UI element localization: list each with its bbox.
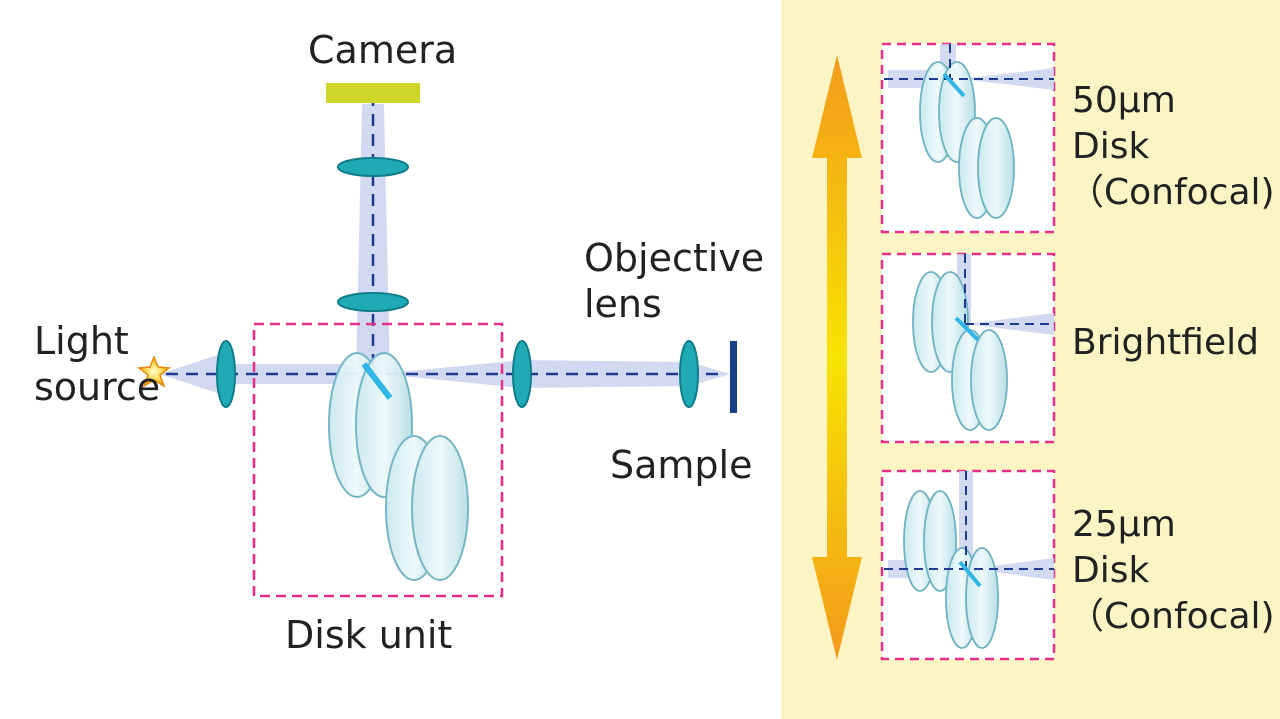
mode-label-25um: 25μm Disk （Confocal) [1068, 502, 1275, 640]
collector-lens [216, 340, 236, 408]
objective-lens-label-line1: Objective [584, 236, 765, 280]
tube-lens-upper [337, 157, 409, 177]
camera-label: Camera [308, 28, 458, 72]
mode-label-50um-line3: （Confocal) [1068, 172, 1275, 213]
objective-lens [679, 340, 699, 408]
dichroic-mirror [361, 362, 393, 400]
optical-axis [166, 94, 725, 376]
disk-unit-disks [328, 352, 469, 581]
mode-label-25um-line1: 25μm [1072, 504, 1176, 545]
light-source-label: Light source [34, 318, 160, 410]
camera-sensor [326, 83, 420, 103]
mode-label-25um-line3: （Confocal) [1068, 596, 1275, 637]
relay-lens [512, 340, 532, 408]
star-light-icon [137, 354, 171, 388]
tube-lens-lower [337, 292, 409, 312]
double-arrow-icon [812, 55, 862, 660]
mode-box-25um [880, 469, 1056, 661]
disk-unit-label: Disk unit [285, 613, 453, 657]
mode-box-brightfield [880, 252, 1056, 444]
objective-lens-label: Objective lens [584, 235, 764, 327]
mode-label-25um-line2: Disk [1072, 550, 1150, 591]
mode-label-50um: 50μm Disk （Confocal) [1068, 78, 1275, 216]
light-source-label-line1: Light [34, 319, 129, 363]
sample-slide [730, 341, 737, 413]
disk-unit-box [252, 322, 504, 598]
light-source-label-line2: source [34, 365, 161, 409]
mode-label-50um-line1: 50μm [1072, 80, 1176, 121]
objective-lens-label-line2: lens [584, 282, 662, 326]
mode-label-brightfield: Brightfield [1072, 322, 1259, 363]
mode-label-50um-line2: Disk [1072, 126, 1150, 167]
mode-box-50um [880, 42, 1056, 234]
sample-label: Sample [610, 443, 753, 487]
